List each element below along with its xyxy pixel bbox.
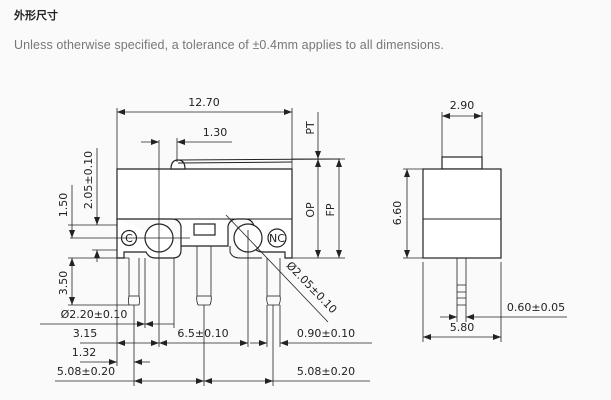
terminal-c-label: C xyxy=(125,232,133,245)
slot xyxy=(193,223,216,236)
label-op: OP xyxy=(304,202,317,218)
label-fp: FP xyxy=(324,203,337,216)
dim-1-50: 1.50 xyxy=(57,193,70,218)
lever-roller xyxy=(170,159,186,170)
dim-3-50: 3.50 xyxy=(57,271,70,296)
dim-height: 6.60 xyxy=(391,201,404,226)
dim-mount-diameter: Ø2.05±0.10 xyxy=(284,259,340,316)
dim-pitch-left: 5.08±0.20 xyxy=(57,365,115,378)
tolerance-note: Unless otherwise specified, a tolerance … xyxy=(14,38,444,52)
dim-6-5: 6.5±0.10 xyxy=(177,327,228,340)
dim-lever-offset: 1.30 xyxy=(203,126,228,139)
dim-plunger-width: 2.90 xyxy=(450,99,475,112)
label-pt: PT xyxy=(304,121,317,135)
side-view: 2.90 6.60 0.60±0.05 5.80 xyxy=(391,99,567,342)
section-heading: 外形尺寸 xyxy=(14,9,58,22)
dim-pin-width: 0.60±0.05 xyxy=(507,301,565,314)
terminal-nc-circle xyxy=(267,228,287,248)
plunger xyxy=(441,156,483,170)
dim-2-05: 2.05±0.10 xyxy=(82,151,95,209)
side-pin xyxy=(456,258,467,306)
dim-width: 12.70 xyxy=(188,96,220,109)
dim-1-32: 1.32 xyxy=(72,346,97,359)
dim-0-90: 0.90±0.10 xyxy=(297,327,355,340)
dim-body-width: 5.80 xyxy=(450,321,475,334)
side-body xyxy=(422,168,502,259)
dim-3-15: 3.15 xyxy=(73,327,98,340)
dim-pitch-right: 5.08±0.20 xyxy=(297,365,355,378)
terminal-nc-label: NC xyxy=(269,232,285,245)
dim-hole-diameter: Ø2.20±0.10 xyxy=(61,308,128,321)
front-view: C NC 12.70 1.30 xyxy=(40,96,372,386)
